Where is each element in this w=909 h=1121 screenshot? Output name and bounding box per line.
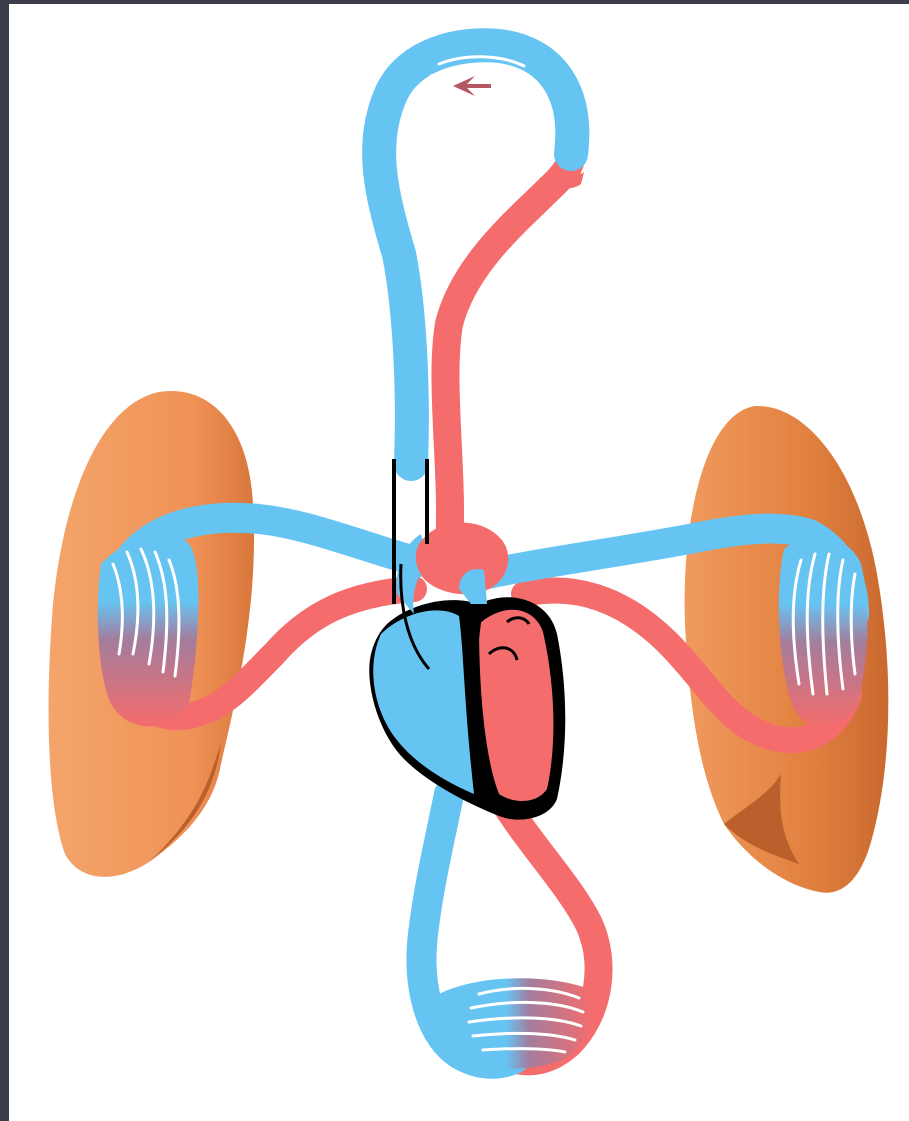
left-pulmonary-loop xyxy=(98,518,419,727)
circulatory-system-diagram xyxy=(9,4,909,1121)
lower-systemic-loop xyxy=(422,794,599,1069)
upper-systemic-loop xyxy=(379,45,584,549)
flow-arrow-icon xyxy=(453,76,491,96)
ascending-aorta-vessel xyxy=(445,159,571,549)
heart xyxy=(369,459,565,820)
diagram-frame xyxy=(9,4,909,1121)
